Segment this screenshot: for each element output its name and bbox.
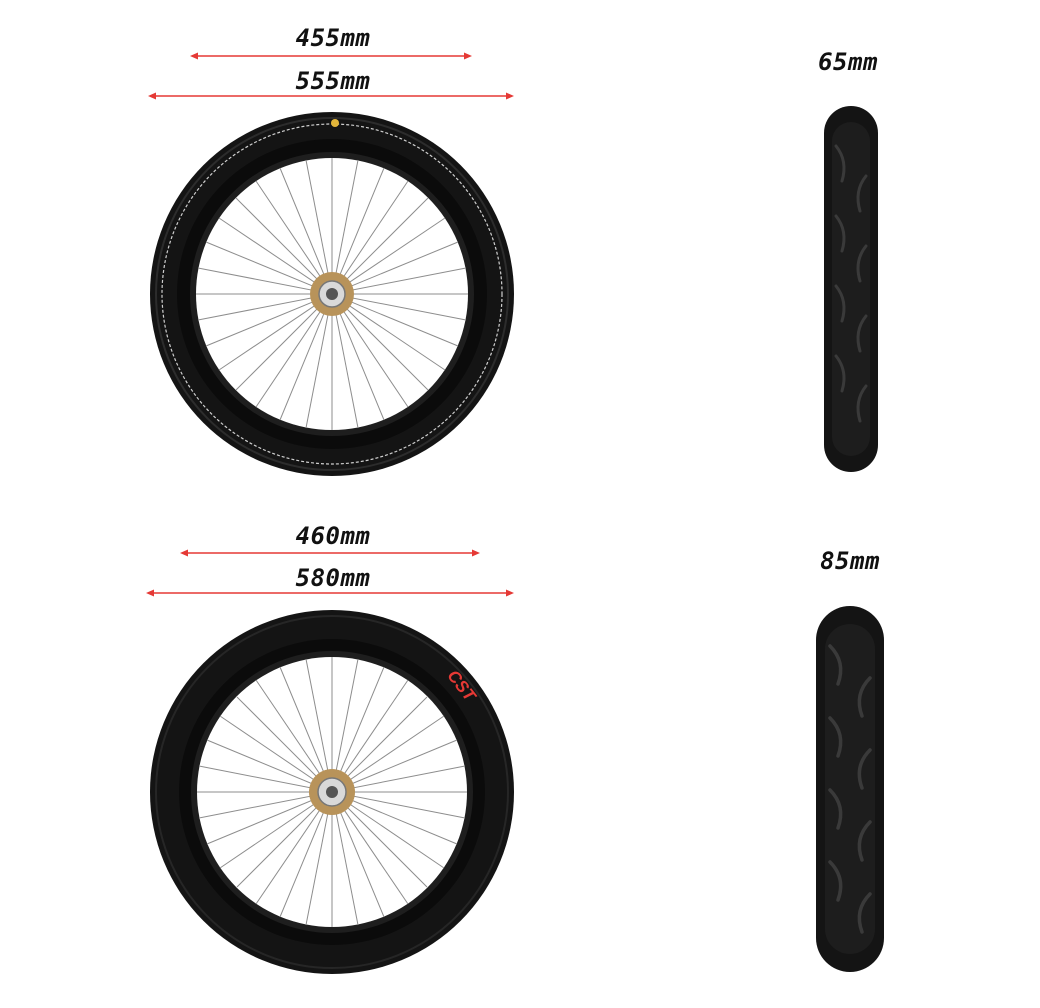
front-outer-dimension-arrow — [148, 89, 514, 103]
front-inner-dimension-arrow — [190, 49, 472, 63]
rear-outer-dimension-arrow — [146, 586, 514, 600]
rear-wheel-photo — [150, 610, 514, 974]
front-outer-diameter-label: 555mm — [295, 67, 371, 95]
rear-inner-dimension-arrow — [180, 546, 480, 560]
front-width-label: 65mm — [818, 48, 878, 76]
front-inner-diameter-label: 455mm — [295, 24, 371, 52]
rear-width-label: 85mm — [820, 547, 880, 575]
front-tire-tread-photo — [824, 106, 878, 472]
front-wheel-photo — [150, 112, 514, 476]
rear-inner-diameter-label: 460mm — [295, 522, 371, 550]
rear-outer-diameter-label: 580mm — [295, 564, 371, 592]
rear-tire-tread-photo — [816, 606, 884, 972]
